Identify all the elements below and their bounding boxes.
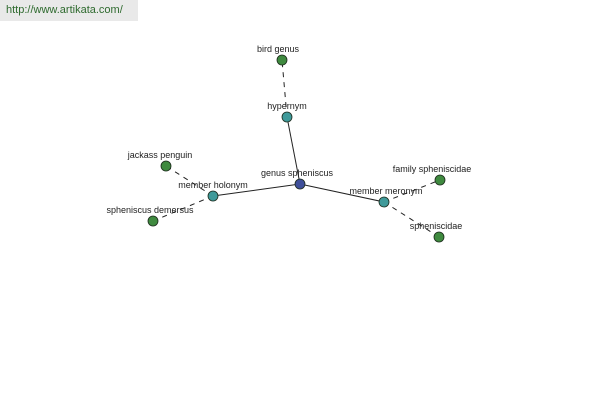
node-spheniscus-demersus[interactable]: [147, 215, 159, 227]
edge-genus-spheniscus-to-member-holonym: [212, 183, 301, 197]
url-banner[interactable]: http://www.artikata.com/: [0, 0, 138, 21]
nodes-layer: [147, 54, 446, 243]
node-label-spheniscidae[interactable]: spheniscidae: [410, 221, 463, 231]
node-label-family-spheniscidae[interactable]: family spheniscidae: [393, 164, 472, 174]
edge-member-holonym-to-spheniscus-demersus: [152, 195, 214, 222]
node-hypernym[interactable]: [281, 111, 293, 123]
node-label-jackass-penguin[interactable]: jackass penguin: [127, 150, 193, 160]
node-bird-genus[interactable]: [276, 54, 288, 66]
url-banner-text[interactable]: http://www.artikata.com/: [6, 4, 123, 16]
edge-genus-spheniscus-to-hypernym: [286, 116, 301, 185]
edge-member-meronym-to-spheniscidae: [383, 201, 440, 238]
node-label-genus-spheniscus[interactable]: genus spheniscus: [261, 168, 334, 178]
labels-layer: genus spheniscus hypernym bird genus member…: [106, 44, 471, 231]
node-label-hypernym[interactable]: hypernym: [267, 101, 307, 111]
node-spheniscidae[interactable]: [433, 231, 445, 243]
node-jackass-penguin[interactable]: [160, 160, 172, 172]
node-member-meronym[interactable]: [378, 196, 390, 208]
node-family-spheniscidae[interactable]: [434, 174, 446, 186]
node-label-member-meronym[interactable]: member meronym: [349, 186, 422, 196]
edge-member-meronym-to-family-spheniscidae: [383, 179, 441, 203]
node-label-spheniscus-demersus[interactable]: spheniscus demersus: [106, 205, 194, 215]
node-label-bird-genus[interactable]: bird genus: [257, 44, 300, 54]
node-label-member-holonym[interactable]: member holonym: [178, 180, 248, 190]
edge-genus-spheniscus-to-member-meronym: [299, 183, 385, 203]
node-genus-spheniscus[interactable]: [294, 178, 306, 190]
node-member-holonym[interactable]: [207, 190, 219, 202]
edges-layer: [152, 59, 441, 238]
